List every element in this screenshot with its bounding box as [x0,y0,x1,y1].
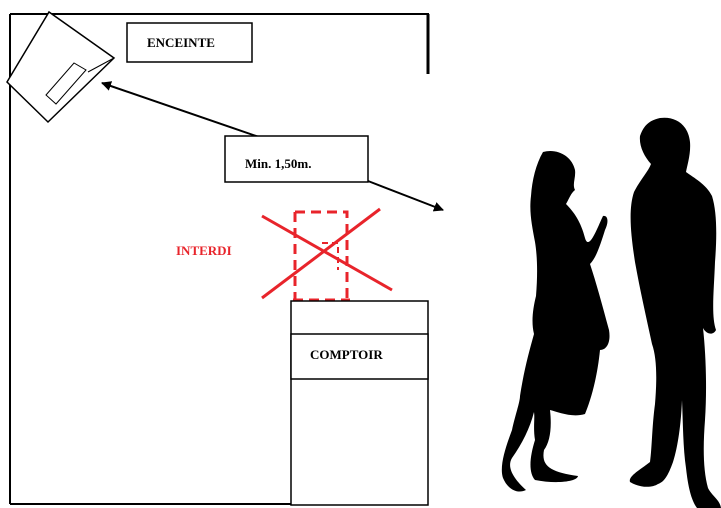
distance-arrow-to-people [367,180,444,212]
people-silhouette-icon [501,117,721,508]
distance-label-box [224,135,369,183]
man-silhouette [629,117,721,508]
counter-label-box [290,333,429,380]
distance-label: Min. 1,50m. [245,156,312,171]
counter-label: COMPTOIR [310,347,383,362]
speaker-icon [6,10,116,124]
counter [290,300,429,506]
distance-arrow-to-speaker [101,81,260,138]
forbidden-cross-line-a [261,214,393,292]
forbidden-position [261,207,393,302]
woman-silhouette [501,150,610,492]
room-walls [9,13,430,505]
speaker-label-box [126,22,253,63]
forbidden-label: INTERDI [176,243,232,258]
counter-body [290,300,429,506]
speaker-label: ENCEINTE [147,35,215,50]
forbidden-cross-line-b [261,207,381,300]
